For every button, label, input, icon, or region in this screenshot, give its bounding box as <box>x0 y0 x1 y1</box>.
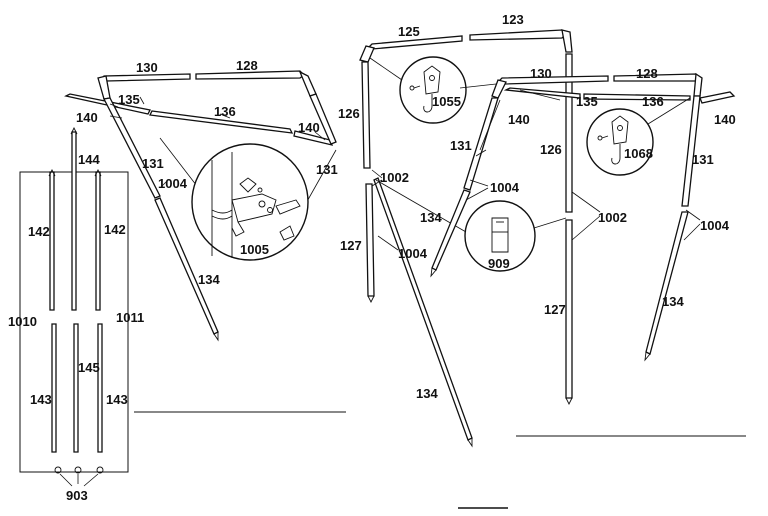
cap-903-c <box>96 466 104 474</box>
clamp-detail <box>211 152 301 258</box>
label-134: 134 <box>662 294 684 309</box>
part-130-bar-right <box>496 75 609 85</box>
label-127: 127 <box>544 302 566 317</box>
part-130-bar <box>98 73 191 82</box>
label-142: 142 <box>104 222 126 237</box>
label-136: 136 <box>214 104 236 119</box>
part-labels: 123 125 130 128 135 136 140 140 131 131 … <box>8 12 736 503</box>
label-1004: 1004 <box>398 246 428 261</box>
label-126: 126 <box>338 106 360 121</box>
label-134: 134 <box>198 272 220 287</box>
part-131-leg <box>103 97 161 199</box>
label-909: 909 <box>488 256 510 271</box>
label-1002: 1002 <box>598 210 627 225</box>
part-131-leg-right-b <box>681 95 701 207</box>
part-136-bar-right <box>583 93 691 101</box>
label-131: 131 <box>316 162 338 177</box>
label-144: 144 <box>78 152 100 167</box>
part-127-pole-right <box>565 219 573 399</box>
label-140: 140 <box>76 110 98 125</box>
label-126: 126 <box>540 142 562 157</box>
label-140: 140 <box>714 112 736 127</box>
part-123-bar <box>469 29 567 41</box>
label-143: 143 <box>30 392 52 407</box>
elbow-center-right <box>561 29 573 53</box>
part-140-bar-right <box>699 91 736 104</box>
label-130: 130 <box>530 66 552 81</box>
part-136-bar <box>149 110 294 134</box>
callout-1005 <box>191 143 309 261</box>
hook-detail-1068 <box>597 115 629 165</box>
callout-1068 <box>586 108 654 176</box>
right-frame <box>430 72 736 362</box>
part-126-pole <box>361 61 371 169</box>
hook-detail-1055 <box>409 65 441 113</box>
part-134-leg-right-b <box>645 211 689 355</box>
part-142-pole-left <box>49 171 55 311</box>
elbow-right-right <box>693 72 703 97</box>
label-142: 142 <box>28 224 50 239</box>
label-128: 128 <box>636 66 658 81</box>
callout-909 <box>464 200 536 272</box>
label-131: 131 <box>142 156 164 171</box>
label-145: 145 <box>78 360 100 375</box>
label-123: 123 <box>502 12 524 27</box>
label-131: 131 <box>450 138 472 153</box>
part-131-leg-right-a <box>463 97 499 191</box>
cap-903-a <box>54 466 62 474</box>
part-145-pole <box>73 323 79 453</box>
elbow-right-left <box>491 79 507 99</box>
left-frame <box>64 70 337 342</box>
part-143-pole-right <box>97 323 103 453</box>
label-134: 134 <box>416 386 438 401</box>
label-134: 134 <box>420 210 442 225</box>
part-127-pole <box>365 183 375 297</box>
label-130: 130 <box>136 60 158 75</box>
part-144-pole <box>71 131 77 311</box>
label-128: 128 <box>236 58 258 73</box>
part-134-leg-right-a <box>431 189 471 271</box>
center-frame <box>359 29 573 448</box>
spare-poles-panel <box>19 126 129 487</box>
label-1010: 1010 <box>8 314 37 329</box>
part-131-leg-right <box>309 93 337 145</box>
label-140: 140 <box>298 120 320 135</box>
label-1011: 1011 <box>116 310 144 325</box>
part-142-pole-right <box>95 171 101 311</box>
part-134-tip <box>213 332 219 342</box>
label-135: 135 <box>576 94 598 109</box>
label-1068: 1068 <box>624 146 653 161</box>
elbow-right <box>298 70 317 97</box>
label-1055: 1055 <box>432 94 461 109</box>
part-140-bar <box>293 130 334 146</box>
label-1004: 1004 <box>490 180 520 195</box>
label-1004: 1004 <box>700 218 730 233</box>
label-143: 143 <box>106 392 128 407</box>
label-125: 125 <box>398 24 420 39</box>
part-135-bar-right <box>503 87 581 99</box>
label-1005: 1005 <box>240 242 269 257</box>
part-143-pole-left <box>51 323 57 453</box>
label-131: 131 <box>692 152 714 167</box>
label-140: 140 <box>508 112 530 127</box>
label-1004: 1004 <box>158 176 188 191</box>
label-127: 127 <box>340 238 362 253</box>
label-135: 135 <box>118 92 140 107</box>
elbow-center-left <box>359 45 375 63</box>
label-903: 903 <box>66 488 88 503</box>
callout-1055 <box>399 56 467 124</box>
label-136: 136 <box>642 94 664 109</box>
label-1002: 1002 <box>380 170 409 185</box>
cap-903-b <box>74 466 82 474</box>
coupler-detail-909 <box>491 217 509 253</box>
